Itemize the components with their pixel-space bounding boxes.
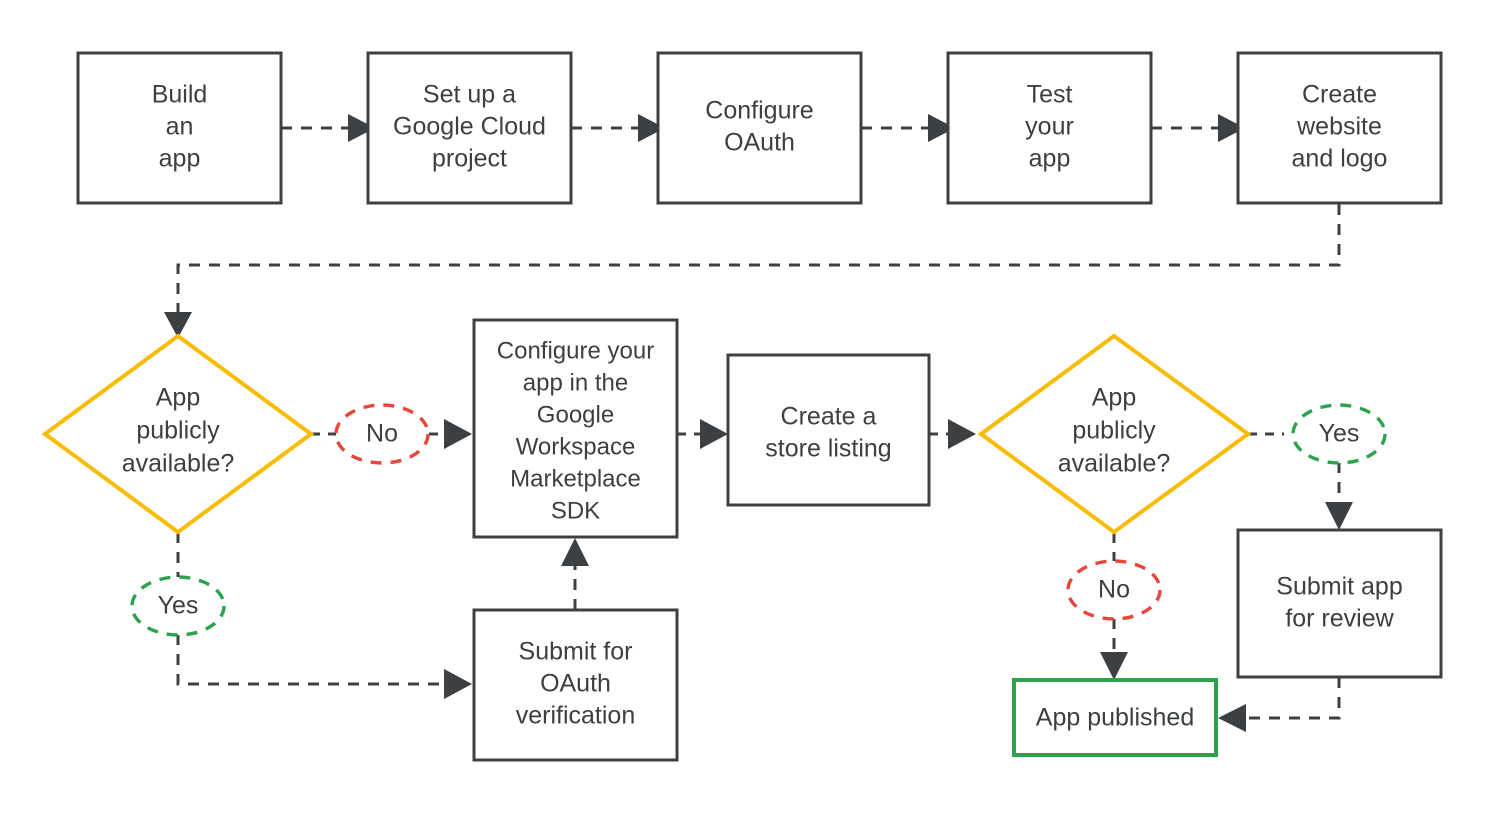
node-decision-left-line-2: publicly	[136, 417, 220, 445]
node-store-listing[interactable]: Create a store listing	[726, 353, 931, 507]
node-test-app-line-2: your	[1025, 113, 1074, 141]
arrowhead-oauth-to-test	[928, 114, 955, 142]
node-submit-oauth-line-1: Submit for	[519, 638, 633, 666]
node-decision-right-line-1: App	[1092, 384, 1136, 412]
node-create-website-line-3: and logo	[1292, 145, 1388, 173]
node-decision-right-line-2: publicly	[1072, 417, 1156, 445]
badge-right-yes-label: Yes	[1319, 420, 1360, 448]
badge-left-no-label: No	[366, 420, 398, 448]
node-configure-sdk-line-4: Workspace	[516, 433, 636, 460]
arrowhead-setup-to-oauth	[638, 114, 665, 142]
node-decision-left-shape[interactable]	[41, 333, 315, 535]
badge-right-no-shape	[1066, 559, 1162, 621]
node-submit-oauth-line-2: OAuth	[540, 670, 611, 698]
node-setup-project-line-2: Google Cloud	[393, 113, 546, 141]
node-setup-project[interactable]: Set up a Google Cloud project	[366, 51, 573, 205]
arrowhead-configure-sdk-to-store-listing	[700, 419, 728, 449]
arrowhead-store-listing-to-decision-right	[948, 419, 976, 449]
arrowhead-submit-review-to-app-published	[1218, 704, 1246, 732]
node-submit-oauth[interactable]: Submit for OAuth verification	[472, 608, 679, 762]
node-configure-sdk-line-3: Google	[537, 401, 614, 428]
node-build-app-line-2: an	[166, 113, 194, 141]
node-submit-review[interactable]: Submit app for review	[1236, 528, 1443, 679]
node-configure-sdk-line-2: app in the	[523, 369, 628, 396]
node-create-website-shape[interactable]	[1236, 51, 1443, 205]
arrowhead-build-to-setup	[348, 114, 375, 142]
node-test-app[interactable]: Test your app	[946, 51, 1153, 205]
node-build-app[interactable]: Build an app	[76, 51, 283, 205]
node-test-app-line-3: app	[1029, 145, 1071, 173]
node-setup-project-shape[interactable]	[366, 51, 573, 205]
node-decision-right-line-3: available?	[1058, 450, 1171, 478]
badge-left-no-shape	[334, 403, 430, 465]
arrowhead-no-to-configure-sdk	[444, 419, 472, 449]
node-decision-left[interactable]: App publicly available?	[41, 333, 315, 535]
node-create-website-line-1: Create	[1302, 81, 1377, 109]
badge-right-no-label: No	[1098, 576, 1130, 604]
node-build-app-line-1: Build	[152, 81, 208, 109]
arrowhead-yes-to-submit-oauth	[444, 669, 472, 699]
node-app-published-shape[interactable]	[1012, 678, 1218, 757]
node-store-listing-shape[interactable]	[726, 353, 931, 507]
node-decision-left-line-1: App	[156, 384, 200, 412]
node-configure-oauth-line-2: OAuth	[724, 129, 795, 157]
node-submit-oauth-shape[interactable]	[472, 608, 679, 762]
node-test-app-shape[interactable]	[946, 51, 1153, 205]
badge-right-no: No	[1066, 559, 1162, 621]
node-build-app-line-3: app	[159, 145, 201, 173]
edge-submit-review-to-app-published	[1246, 677, 1341, 720]
badge-right-yes-shape	[1291, 403, 1387, 465]
node-configure-oauth[interactable]: Configure OAuth	[656, 51, 863, 205]
badge-left-yes-label: Yes	[158, 592, 199, 620]
badge-right-yes: Yes	[1291, 403, 1387, 465]
edge-website-to-decision-left	[176, 204, 1341, 312]
node-submit-review-shape[interactable]	[1236, 528, 1443, 679]
node-create-website[interactable]: Create website and logo	[1236, 51, 1443, 205]
edge-yes-to-submit-oauth	[176, 634, 444, 686]
arrowhead-submit-oauth-to-configure-sdk	[561, 538, 589, 566]
node-configure-sdk-line-6: SDK	[551, 497, 600, 524]
arrowhead-no-to-app-published	[1100, 652, 1128, 680]
node-build-app-shape[interactable]	[76, 51, 283, 205]
badge-left-no: No	[334, 403, 430, 465]
node-submit-review-line-2: for review	[1285, 605, 1394, 633]
node-test-app-line-1: Test	[1027, 81, 1073, 109]
node-store-listing-line-2: store listing	[765, 435, 891, 463]
node-configure-oauth-line-1: Configure	[705, 97, 813, 125]
arrowhead-yes-to-submit-review	[1325, 502, 1353, 530]
node-configure-oauth-shape[interactable]	[656, 51, 863, 205]
badge-left-yes-shape	[130, 575, 226, 637]
node-configure-sdk-line-1: Configure your	[497, 337, 654, 364]
node-configure-sdk[interactable]: Configure your app in the Google Workspa…	[472, 318, 679, 539]
connector-layer	[164, 114, 1353, 732]
node-app-published[interactable]: App published	[1012, 678, 1218, 757]
node-decision-left-line-3: available?	[122, 450, 235, 478]
badge-left-yes: Yes	[130, 575, 226, 637]
node-app-published-label: App published	[1036, 704, 1194, 732]
node-submit-review-line-1: Submit app	[1276, 573, 1402, 601]
node-configure-sdk-line-5: Marketplace	[510, 465, 641, 492]
node-decision-right-shape[interactable]	[977, 333, 1252, 535]
node-store-listing-line-1: Create a	[781, 403, 877, 431]
node-configure-sdk-shape[interactable]	[472, 318, 679, 539]
node-create-website-line-2: website	[1296, 113, 1382, 141]
node-setup-project-line-3: project	[432, 145, 507, 173]
node-setup-project-line-1: Set up a	[423, 81, 516, 109]
node-submit-oauth-line-3: verification	[516, 702, 636, 730]
arrowhead-test-to-website	[1218, 114, 1245, 142]
node-decision-right[interactable]: App publicly available?	[977, 333, 1252, 535]
arrowhead-website-to-decision-left	[164, 312, 192, 338]
